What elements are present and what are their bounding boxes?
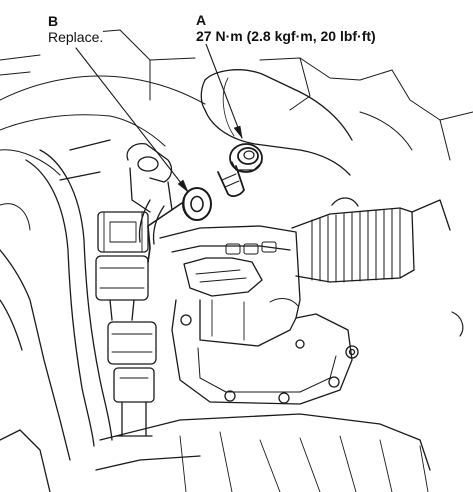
- washer-guide-line: [147, 202, 183, 263]
- corrugated-boot: [291, 197, 464, 337]
- callout-b-text: Replace.: [48, 29, 104, 45]
- callout-b: B Replace.: [48, 13, 104, 45]
- sealing-washer-icon: [182, 187, 212, 221]
- leader-line-a-arrow: [233, 125, 243, 139]
- radiator-hose: [200, 69, 353, 176]
- callout-a-letter: A: [196, 12, 207, 28]
- callout-a: A 27 N·m (2.8 kgf·m, 20 lbf·ft): [196, 12, 376, 44]
- transmission-housing: [159, 225, 359, 405]
- lower-case: [0, 413, 431, 492]
- flange-bolt-icon: [217, 143, 263, 197]
- leader-line-a: [205, 43, 243, 139]
- electrical-connector-lower: [107, 321, 157, 437]
- callout-a-text: 27 N·m (2.8 kgf·m, 20 lbf·ft): [196, 28, 376, 44]
- leader-line-b: [75, 47, 189, 193]
- wiring-harness: [0, 139, 165, 461]
- mounting-flange: [126, 143, 173, 213]
- leader-line-b-arrow: [177, 179, 189, 193]
- callout-b-letter: B: [48, 13, 59, 29]
